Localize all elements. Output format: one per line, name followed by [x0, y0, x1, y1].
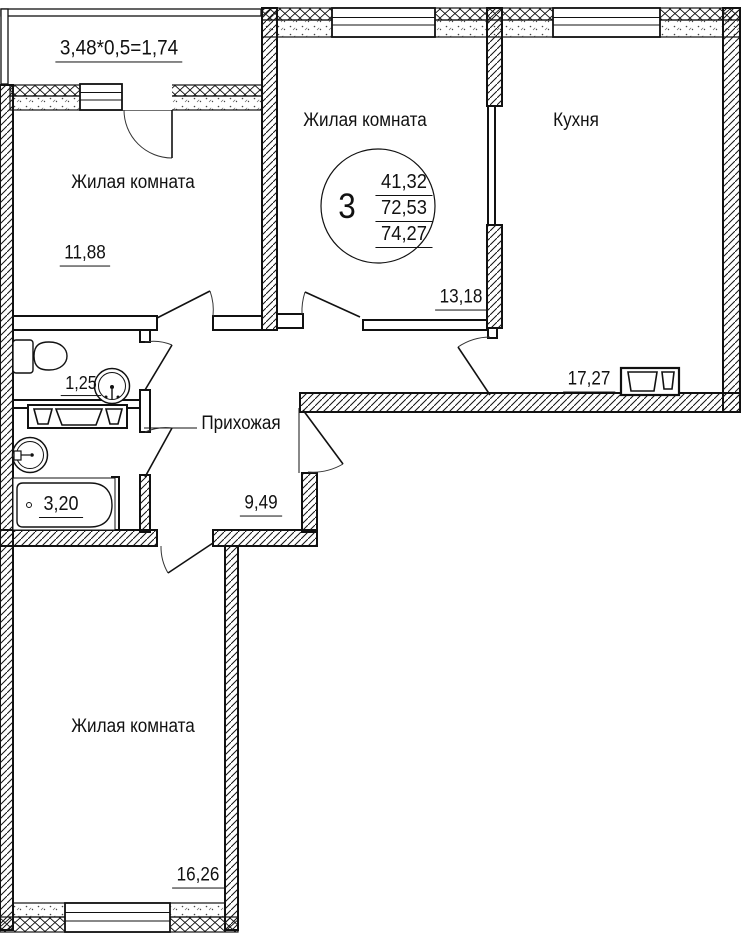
- room-label-kitchen: Кухня: [553, 110, 599, 132]
- window-left-room: [79, 83, 123, 111]
- door-arc: [457, 336, 491, 348]
- wc-sink: [93, 367, 131, 405]
- area-label-hallway: 9,49: [239, 493, 283, 517]
- door-leaf-bathroom: [144, 427, 173, 478]
- doors: [123, 109, 491, 574]
- washbasin-middle: [54, 408, 104, 426]
- door-arc: [160, 545, 169, 574]
- bathtub-drain: [26, 502, 32, 508]
- window-mullions: [65, 17, 660, 922]
- wall-bath-pier: [139, 474, 151, 533]
- partition-horizontal: [12, 315, 158, 331]
- badge-floor-area: 72,53: [375, 196, 433, 222]
- door-arc: [209, 290, 214, 317]
- sink-tap: [13, 450, 22, 461]
- door-leaf-left-room: [156, 290, 211, 319]
- area-label-living-left: 11,88: [59, 243, 111, 267]
- badge-total-area: 74,27: [375, 222, 433, 248]
- area-label-living-middle: 13,18: [435, 287, 487, 311]
- room-label-living-middle: Жилая комната: [303, 110, 427, 132]
- wall-pier-middle-kitchen-top: [486, 7, 503, 107]
- wall-exterior-left: [0, 84, 14, 931]
- door-arc: [301, 291, 306, 315]
- sink-dot: [116, 395, 120, 399]
- room-label-living-left: Жилая комната: [71, 172, 195, 194]
- door-arc: [307, 463, 344, 473]
- wall-exterior-right: [722, 7, 741, 413]
- room-label-living-bottom: Жилая комната: [71, 716, 195, 738]
- wall-notch: [487, 327, 498, 339]
- toilet: [12, 339, 68, 374]
- badge-living-area: 41,32: [375, 170, 433, 196]
- door-leaf-bottom-room: [167, 542, 214, 574]
- bathtub-body: [16, 482, 113, 528]
- window-middle-room: [331, 7, 436, 38]
- sink-tap-dot: [110, 385, 114, 389]
- partition-wc-bath: [139, 389, 151, 433]
- bathroom-sink: [11, 436, 49, 474]
- door-leaf-entrance: [302, 409, 344, 465]
- kitchen-sink: [619, 366, 681, 397]
- bathtub: [12, 477, 116, 531]
- exterior-wall-bands: [0, 7, 741, 933]
- washbasin-right: [104, 408, 124, 425]
- balcony-formula-label: 3,48*0,5=1,74: [55, 37, 183, 63]
- door-arc: [144, 340, 173, 346]
- washbasin-unit: [27, 404, 128, 429]
- wall-separator-left-middle: [261, 7, 278, 331]
- railing-segment: [0, 8, 9, 85]
- balcony-door-opening: [122, 84, 172, 110]
- door-leaf-middle-room: [304, 291, 361, 318]
- bearing-walls: [0, 7, 741, 931]
- partition-middle-kitchen: [487, 105, 496, 226]
- door-arcs: [123, 109, 491, 574]
- apartment-badge-circle: [320, 148, 436, 264]
- washbasin-left: [32, 408, 54, 425]
- door-leaf-wc: [144, 344, 173, 391]
- badge-room-count: 3: [338, 187, 356, 226]
- area-label-wc: 1,25: [60, 374, 102, 396]
- railing-segment: [0, 8, 262, 17]
- wall-pier-middle-kitchen-bottom: [486, 224, 503, 329]
- area-label-kitchen: 17,27: [563, 369, 615, 393]
- sink-dot: [104, 395, 108, 399]
- partition-wc: [139, 329, 151, 343]
- partition-horizontal: [276, 313, 304, 329]
- door-arc: [123, 109, 173, 159]
- wall-hallway-bottom-right: [212, 529, 318, 547]
- partition-horizontal: [212, 315, 263, 331]
- door-leaf-kitchen: [457, 346, 491, 396]
- wall-entrance-pier: [301, 472, 318, 533]
- badge-areas: 41,32 72,53 74,27: [373, 170, 435, 248]
- fixtures: [11, 339, 681, 531]
- wall-bottom-room-right: [224, 545, 239, 931]
- window-kitchen: [552, 7, 661, 38]
- kitchen-sink-drainer: [661, 371, 675, 390]
- partition-horizontal: [362, 319, 488, 331]
- toilet-bowl: [33, 341, 68, 371]
- kitchen-sink-basin: [627, 371, 658, 392]
- sink-tap-dot: [30, 453, 34, 457]
- door-leaves: [144, 110, 491, 574]
- wall-kitchen-bottom: [299, 392, 741, 413]
- room-label-hallway: Прихожая: [201, 413, 281, 435]
- windows: [64, 7, 661, 933]
- toilet-tank: [12, 339, 34, 374]
- wall-hallway-bottom-left: [0, 529, 158, 547]
- window-bottom-room: [64, 902, 171, 933]
- area-label-living-bottom: 16,26: [172, 865, 224, 889]
- area-label-bathroom: 3,20: [38, 494, 84, 518]
